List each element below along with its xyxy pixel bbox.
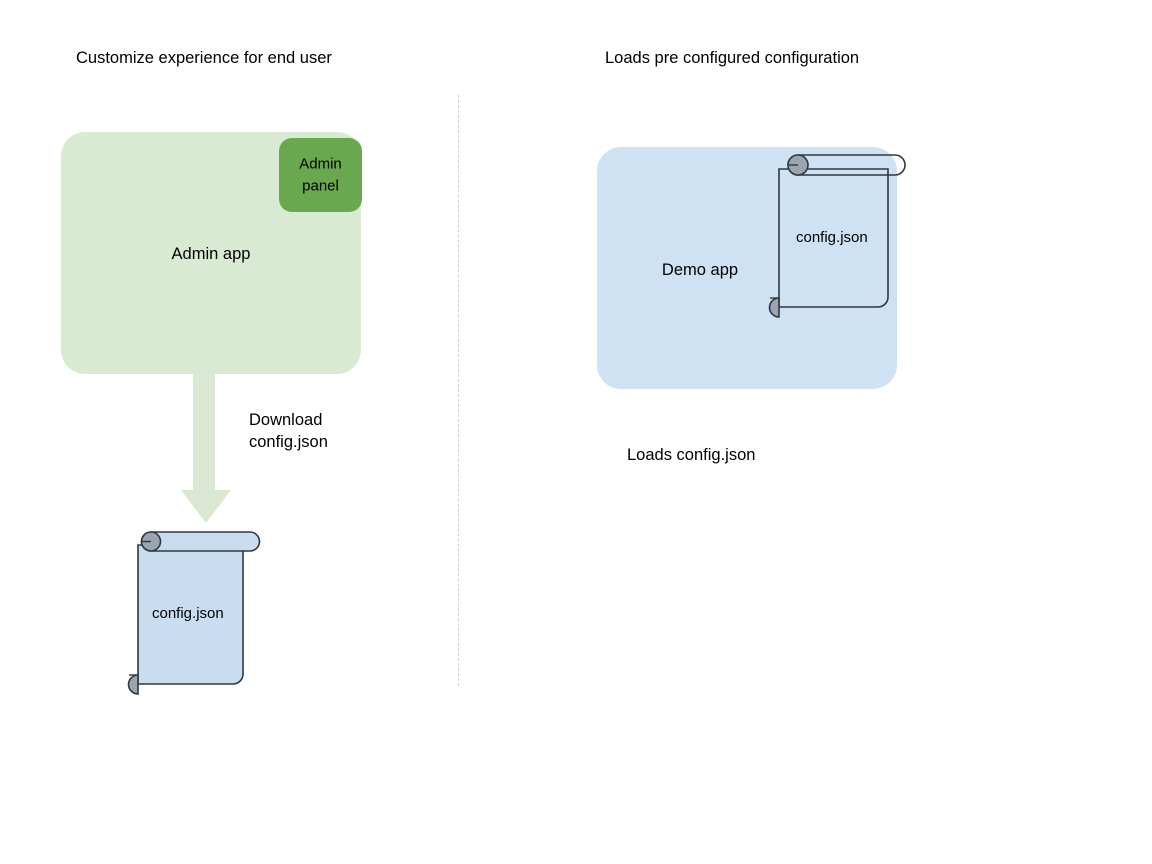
loads-config-caption: Loads config.json xyxy=(627,446,756,464)
demo-app-label: Demo app xyxy=(661,261,739,279)
right-config-scroll-label: config.json xyxy=(796,229,868,246)
left-config-scroll-label: config.json xyxy=(152,605,224,622)
scroll-top-curl xyxy=(140,531,162,552)
right-section-title: Loads pre configured configuration xyxy=(605,49,860,67)
left-section-title: Customize experience for end user xyxy=(76,49,332,67)
download-arrow-icon xyxy=(181,371,231,523)
admin-panel-label: Admin panel xyxy=(299,155,342,194)
admin-app-label: Admin app xyxy=(171,245,251,263)
download-arrow-label: Download config.json xyxy=(249,411,328,452)
scroll-bottom-curl xyxy=(127,674,139,695)
scroll-top-roll xyxy=(140,531,261,552)
section-divider xyxy=(458,95,459,686)
admin-panel-box[interactable]: Admin panel xyxy=(279,138,362,212)
